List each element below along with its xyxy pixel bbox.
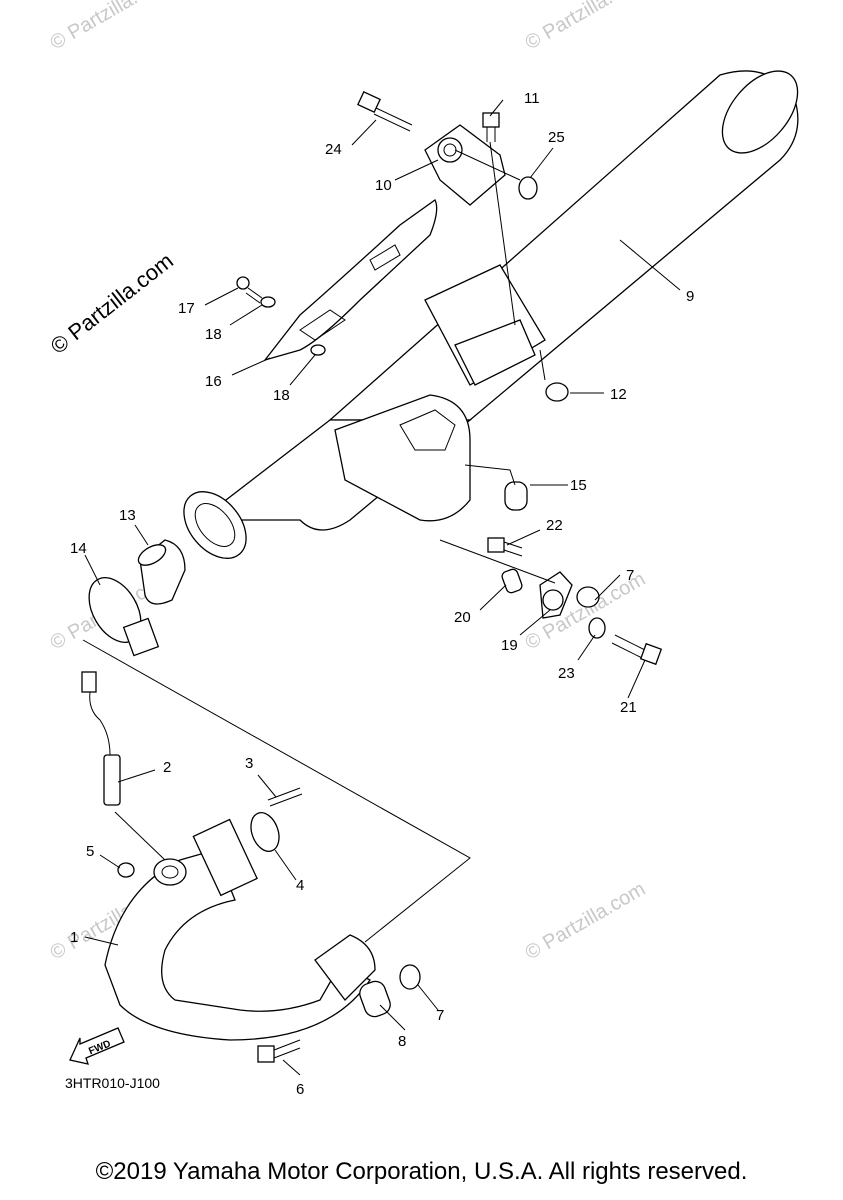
copyright-notice: ©2019 Yamaha Motor Corporation, U.S.A. A… [95,1158,748,1185]
drawing-code: 3HTR010-J100 [65,1075,160,1091]
callout-11: 11 [524,90,540,107]
oxygen-sensor-part-2[interactable] [81,671,121,806]
washer-part-25[interactable] [518,176,538,200]
callout-1: 1 [70,929,78,946]
callout-9: 9 [686,288,694,305]
stud-bolt-part-3[interactable] [267,787,303,807]
partzilla-watermark: © Partzilla.com [46,248,178,359]
callout-2: 2 [163,759,171,776]
callout-18: 18 [273,387,290,404]
assembly-lines [82,141,556,943]
callout-16: 16 [205,373,222,390]
leader-lines [84,99,681,1076]
bolt-part-11[interactable] [482,112,500,142]
bolt-part-22[interactable] [487,537,523,557]
washer-part-18[interactable] [310,344,326,356]
washer-part-18[interactable] [260,296,276,308]
nut-part-7[interactable] [576,586,600,608]
watermark: © Partzilla.com [522,0,650,54]
clamp-part-14[interactable] [78,569,160,657]
watermark: © Partzilla.com [522,878,650,964]
callout-10: 10 [375,177,392,194]
nut-part-7[interactable] [399,964,421,990]
bolt-part-24[interactable] [357,90,413,132]
callout-3: 3 [245,755,253,772]
exhaust-pipe-part-1[interactable] [104,818,376,1041]
gasket-part-13[interactable] [135,539,186,605]
fwd-arrow-icon: FWD [69,1027,125,1065]
callout-5: 5 [86,843,94,860]
collar-part-20[interactable] [501,568,524,594]
callout-20: 20 [454,609,471,626]
callout-18: 18 [205,326,222,343]
bolt-part-17[interactable] [236,276,263,304]
watermark: © Partzilla.com [47,0,175,54]
heat-shield-part-16[interactable] [263,199,438,362]
callout-8: 8 [398,1033,406,1050]
callout-13: 13 [119,507,136,524]
nut-part-5[interactable] [117,862,135,878]
callout-24: 24 [325,141,342,158]
nut-part-12[interactable] [545,382,569,402]
callout-17: 17 [178,300,195,317]
damper-part-15[interactable] [504,481,528,511]
washer-part-23[interactable] [588,617,606,639]
callout-14: 14 [70,540,87,557]
callout-7: 7 [626,567,634,584]
gasket-part-4[interactable] [246,809,284,855]
callout-4: 4 [296,877,304,894]
bolt-part-6[interactable] [257,1039,301,1063]
callout-23: 23 [558,665,575,682]
muffler-part-9[interactable] [171,57,812,570]
callout-21: 21 [620,699,637,716]
callout-6: 6 [296,1081,304,1098]
callout-19: 19 [501,637,518,654]
callout-25: 25 [548,129,565,146]
callout-15: 15 [570,477,587,494]
callout-22: 22 [546,517,563,534]
bolt-part-21[interactable] [611,634,663,666]
callout-12: 12 [610,386,627,403]
damper-part-19[interactable] [539,571,573,619]
callout-numbers: 1 2 3 4 5 6 7 7 8 9 10 11 12 13 14 15 16… [70,90,694,1098]
callout-7: 7 [436,1007,444,1024]
